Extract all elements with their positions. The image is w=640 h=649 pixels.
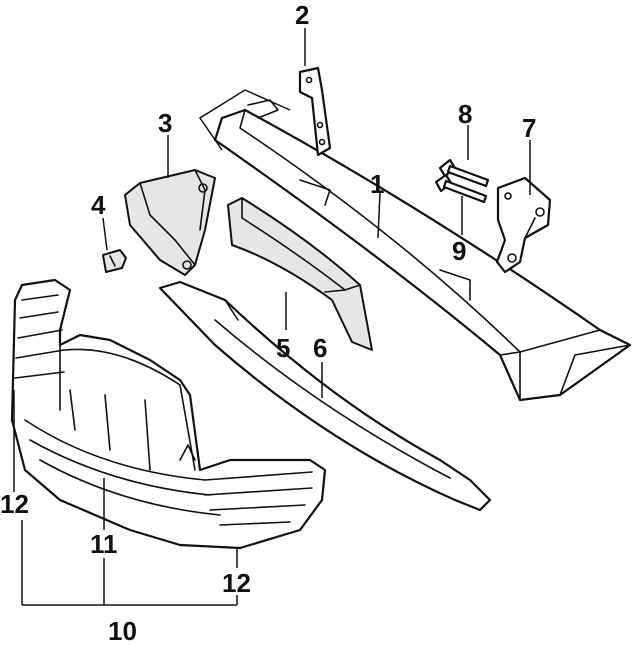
callout-7: 7 [522, 113, 536, 143]
callout-labels: 1 2 3 4 5 6 7 8 9 10 11 12 12 [0, 0, 536, 646]
callout-4: 4 [91, 190, 106, 220]
energy-absorber [227, 197, 373, 351]
callout-8: 8 [458, 99, 472, 129]
callout-11: 11 [90, 529, 118, 559]
mounting-bracket [495, 176, 552, 274]
callout-12-right: 12 [222, 568, 251, 598]
callout-6: 6 [313, 333, 327, 363]
side-deflector [124, 169, 216, 276]
upper-bracket [298, 66, 332, 157]
bumper-reinforcement [198, 89, 632, 402]
callout-3: 3 [158, 108, 172, 138]
bolt-upper [438, 158, 490, 188]
callout-5: 5 [276, 333, 290, 363]
grille-guard [10, 278, 327, 550]
lower-spoiler [158, 280, 492, 512]
callout-2: 2 [295, 0, 309, 30]
callout-10: 10 [108, 616, 137, 646]
bolt-lower [434, 173, 488, 204]
callout-9: 9 [452, 236, 466, 266]
clip [102, 249, 127, 273]
leader-lines [13, 28, 531, 606]
callout-12-left: 12 [0, 489, 29, 519]
callout-1: 1 [370, 169, 384, 199]
